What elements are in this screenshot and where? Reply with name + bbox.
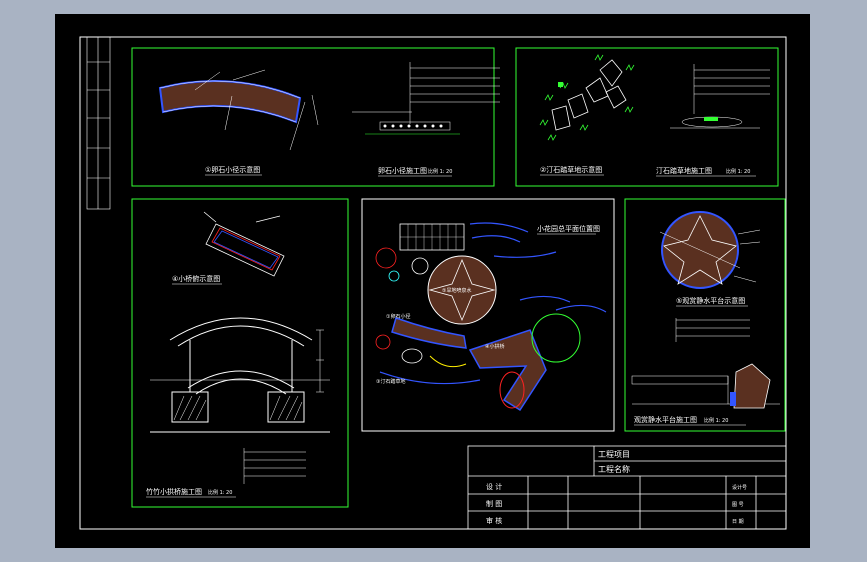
site-central-plaza — [427, 255, 497, 325]
stone-plan-title: ②汀石踏草地示意图 — [540, 165, 602, 174]
site-label-bridge: ④小拱桥 — [485, 343, 504, 350]
site-yellow-edge — [429, 355, 467, 368]
bridge-section-title: 竹竹小拱桥施工图 — [146, 487, 202, 496]
title-block-row-draw: 制 图 — [486, 499, 502, 508]
site-bridge-walkway — [468, 329, 547, 412]
bridge-plan-title: ④小桥俯示意图 — [172, 274, 220, 283]
platform-section-scale: 比例 1: 20 — [704, 417, 728, 424]
site-label-plaza: ⑤旱地喷泉水 — [442, 287, 471, 294]
path-section-hatch — [383, 124, 443, 128]
title-block — [467, 445, 787, 530]
stepping-stones-drawing — [551, 59, 627, 131]
site-tree-1 — [375, 247, 397, 269]
bridge-notes-table — [243, 448, 306, 484]
platform-section-rock — [733, 363, 771, 409]
site-label-stone: ③汀石踏草地 — [376, 378, 405, 385]
title-block-design-no: 设计号 — [732, 484, 747, 491]
stone-section-grass — [704, 117, 718, 121]
path-section-title: 卵石小径施工图 — [378, 166, 427, 175]
site-green-lawn — [531, 313, 581, 363]
title-block-row-design: 设 计 — [486, 482, 502, 491]
title-block-row-review: 审 核 — [486, 516, 502, 525]
site-label-path: ①卵石小径 — [386, 313, 410, 320]
panel-stones — [515, 47, 779, 187]
site-plaza-star — [428, 258, 496, 322]
site-water-lines — [379, 222, 607, 385]
platform-plan-title: ⑤观赏静水平台示意图 — [676, 296, 745, 305]
panel-path — [131, 47, 495, 187]
platform-section-drawing — [631, 318, 780, 405]
title-block-project-label: 工程项目 — [598, 450, 630, 459]
site-tree-2 — [411, 257, 429, 275]
stone-marker — [558, 82, 563, 87]
title-block-name-label: 工程名称 — [598, 464, 630, 474]
site-plan-title: 小花园总平面位置图 — [537, 224, 600, 233]
grass-tufts — [539, 54, 635, 141]
path-section-drawing — [352, 62, 500, 135]
bridge-plan-drawing — [203, 211, 285, 277]
platform-section-title: 观赏静水平台施工图 — [634, 415, 697, 424]
bridge-section-scale: 比例 1: 20 — [208, 489, 232, 496]
bridge-foundation-hatch — [173, 395, 303, 421]
binding-strip — [86, 36, 111, 210]
stone-section-title: 汀石踏草地施工图 — [656, 166, 712, 175]
title-block-date: 日 期 — [732, 519, 744, 525]
path-plan-title: ①卵石小径示意图 — [205, 165, 260, 174]
panel-site-plan — [361, 198, 615, 432]
path-section-scale: 比例 1: 20 — [428, 168, 452, 175]
site-tree-4 — [388, 270, 400, 282]
platform-plan-star — [663, 215, 737, 285]
site-tree-3 — [375, 334, 391, 350]
bridge-section-drawing — [150, 317, 330, 433]
pebble-path-drawing — [158, 69, 319, 151]
title-block-drawing-no: 图 号 — [732, 502, 744, 508]
site-rock — [401, 348, 423, 364]
site-pebble-path — [391, 317, 467, 349]
stone-section-scale: 比例 1: 20 — [726, 168, 750, 175]
drawing-frame — [79, 36, 787, 530]
panel-bridge — [131, 198, 349, 508]
platform-section-water — [730, 392, 736, 406]
site-red-rock — [499, 371, 525, 409]
platform-plan-leaders — [659, 229, 761, 283]
panel-platform — [624, 198, 786, 432]
site-paving-grid-lines — [400, 224, 464, 250]
